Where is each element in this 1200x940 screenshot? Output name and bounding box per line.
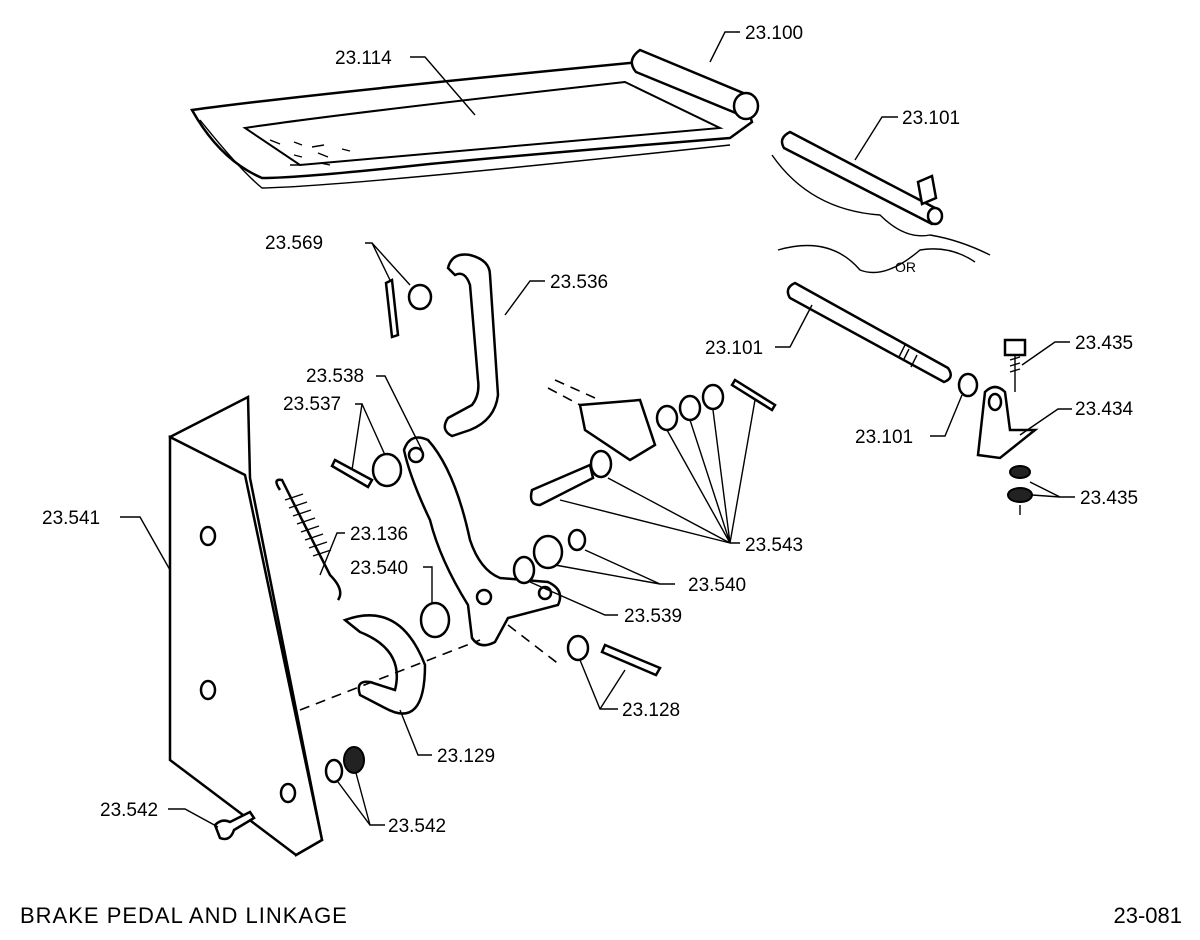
label-23-128: 23.128 xyxy=(622,700,680,721)
label-23-543: 23.543 xyxy=(745,535,803,556)
shaft-bracket xyxy=(976,385,1039,460)
c-clip xyxy=(342,614,427,715)
label-23-536: 23.536 xyxy=(550,272,608,293)
label-23-435-bottom: 23.435 xyxy=(1080,488,1138,509)
lock-washer xyxy=(1009,465,1031,479)
label-23-540-left: 23.540 xyxy=(350,558,408,579)
mounting-bracket xyxy=(168,394,324,857)
label-23-540-right: 23.540 xyxy=(688,575,746,596)
label-23-136: 23.136 xyxy=(350,524,408,545)
return-spring xyxy=(275,478,342,601)
cotter-pin-2 xyxy=(330,458,374,489)
brake-pedal-plate xyxy=(190,60,754,189)
cotter-pin xyxy=(384,278,400,339)
label-23-542-right: 23.542 xyxy=(388,816,446,837)
label-23-435-top: 23.435 xyxy=(1075,333,1133,354)
label-23-101-low: 23.101 xyxy=(855,427,913,448)
diagram-caption: BRAKE PEDAL AND LINKAGE xyxy=(20,903,348,928)
label-23-539: 23.539 xyxy=(624,606,682,627)
bracket-washer xyxy=(324,758,344,784)
page-number: 23-081 xyxy=(1113,903,1182,928)
label-or: OR xyxy=(895,259,916,275)
cotter-pin-3 xyxy=(600,643,662,677)
washer xyxy=(407,283,433,311)
pedal-shaft-lower xyxy=(786,281,952,384)
label-23-538: 23.538 xyxy=(306,366,364,387)
leader-lines xyxy=(120,31,1075,828)
exploded-parts-diagram: 23.114 23.100 23.101 OR 23.569 23.536 23… xyxy=(42,23,1138,857)
label-23-537: 23.537 xyxy=(283,394,341,415)
label-23-101-mid: 23.101 xyxy=(705,338,763,359)
label-23-129: 23.129 xyxy=(437,746,495,767)
label-23-542-left: 23.542 xyxy=(100,800,158,821)
washer-2 xyxy=(371,452,403,488)
hex-nut xyxy=(1007,487,1033,503)
label-23-541: 23.541 xyxy=(42,508,100,529)
spacer-washer xyxy=(532,534,564,570)
break-line-lower xyxy=(777,244,976,274)
bracket-bolt xyxy=(1003,338,1027,392)
label-23-434: 23.434 xyxy=(1075,399,1134,420)
hinge-tube xyxy=(630,48,760,121)
clevis-washer xyxy=(566,634,590,662)
bracket-bolt-2 xyxy=(213,810,256,841)
label-23-114: 23.114 xyxy=(335,48,392,69)
bracket-nut xyxy=(343,746,365,774)
break-line-upper xyxy=(771,154,991,256)
label-23-100: 23.100 xyxy=(745,23,803,44)
bushing xyxy=(512,555,536,585)
pivot-washer xyxy=(419,601,451,639)
label-23-101-top: 23.101 xyxy=(902,108,960,129)
clevis-assembly xyxy=(529,378,777,507)
snap-ring xyxy=(957,372,979,398)
brake-rod xyxy=(443,253,500,438)
label-23-569: 23.569 xyxy=(265,233,323,254)
pedal-shaft-upper xyxy=(780,130,944,226)
spring-washer xyxy=(567,528,587,552)
